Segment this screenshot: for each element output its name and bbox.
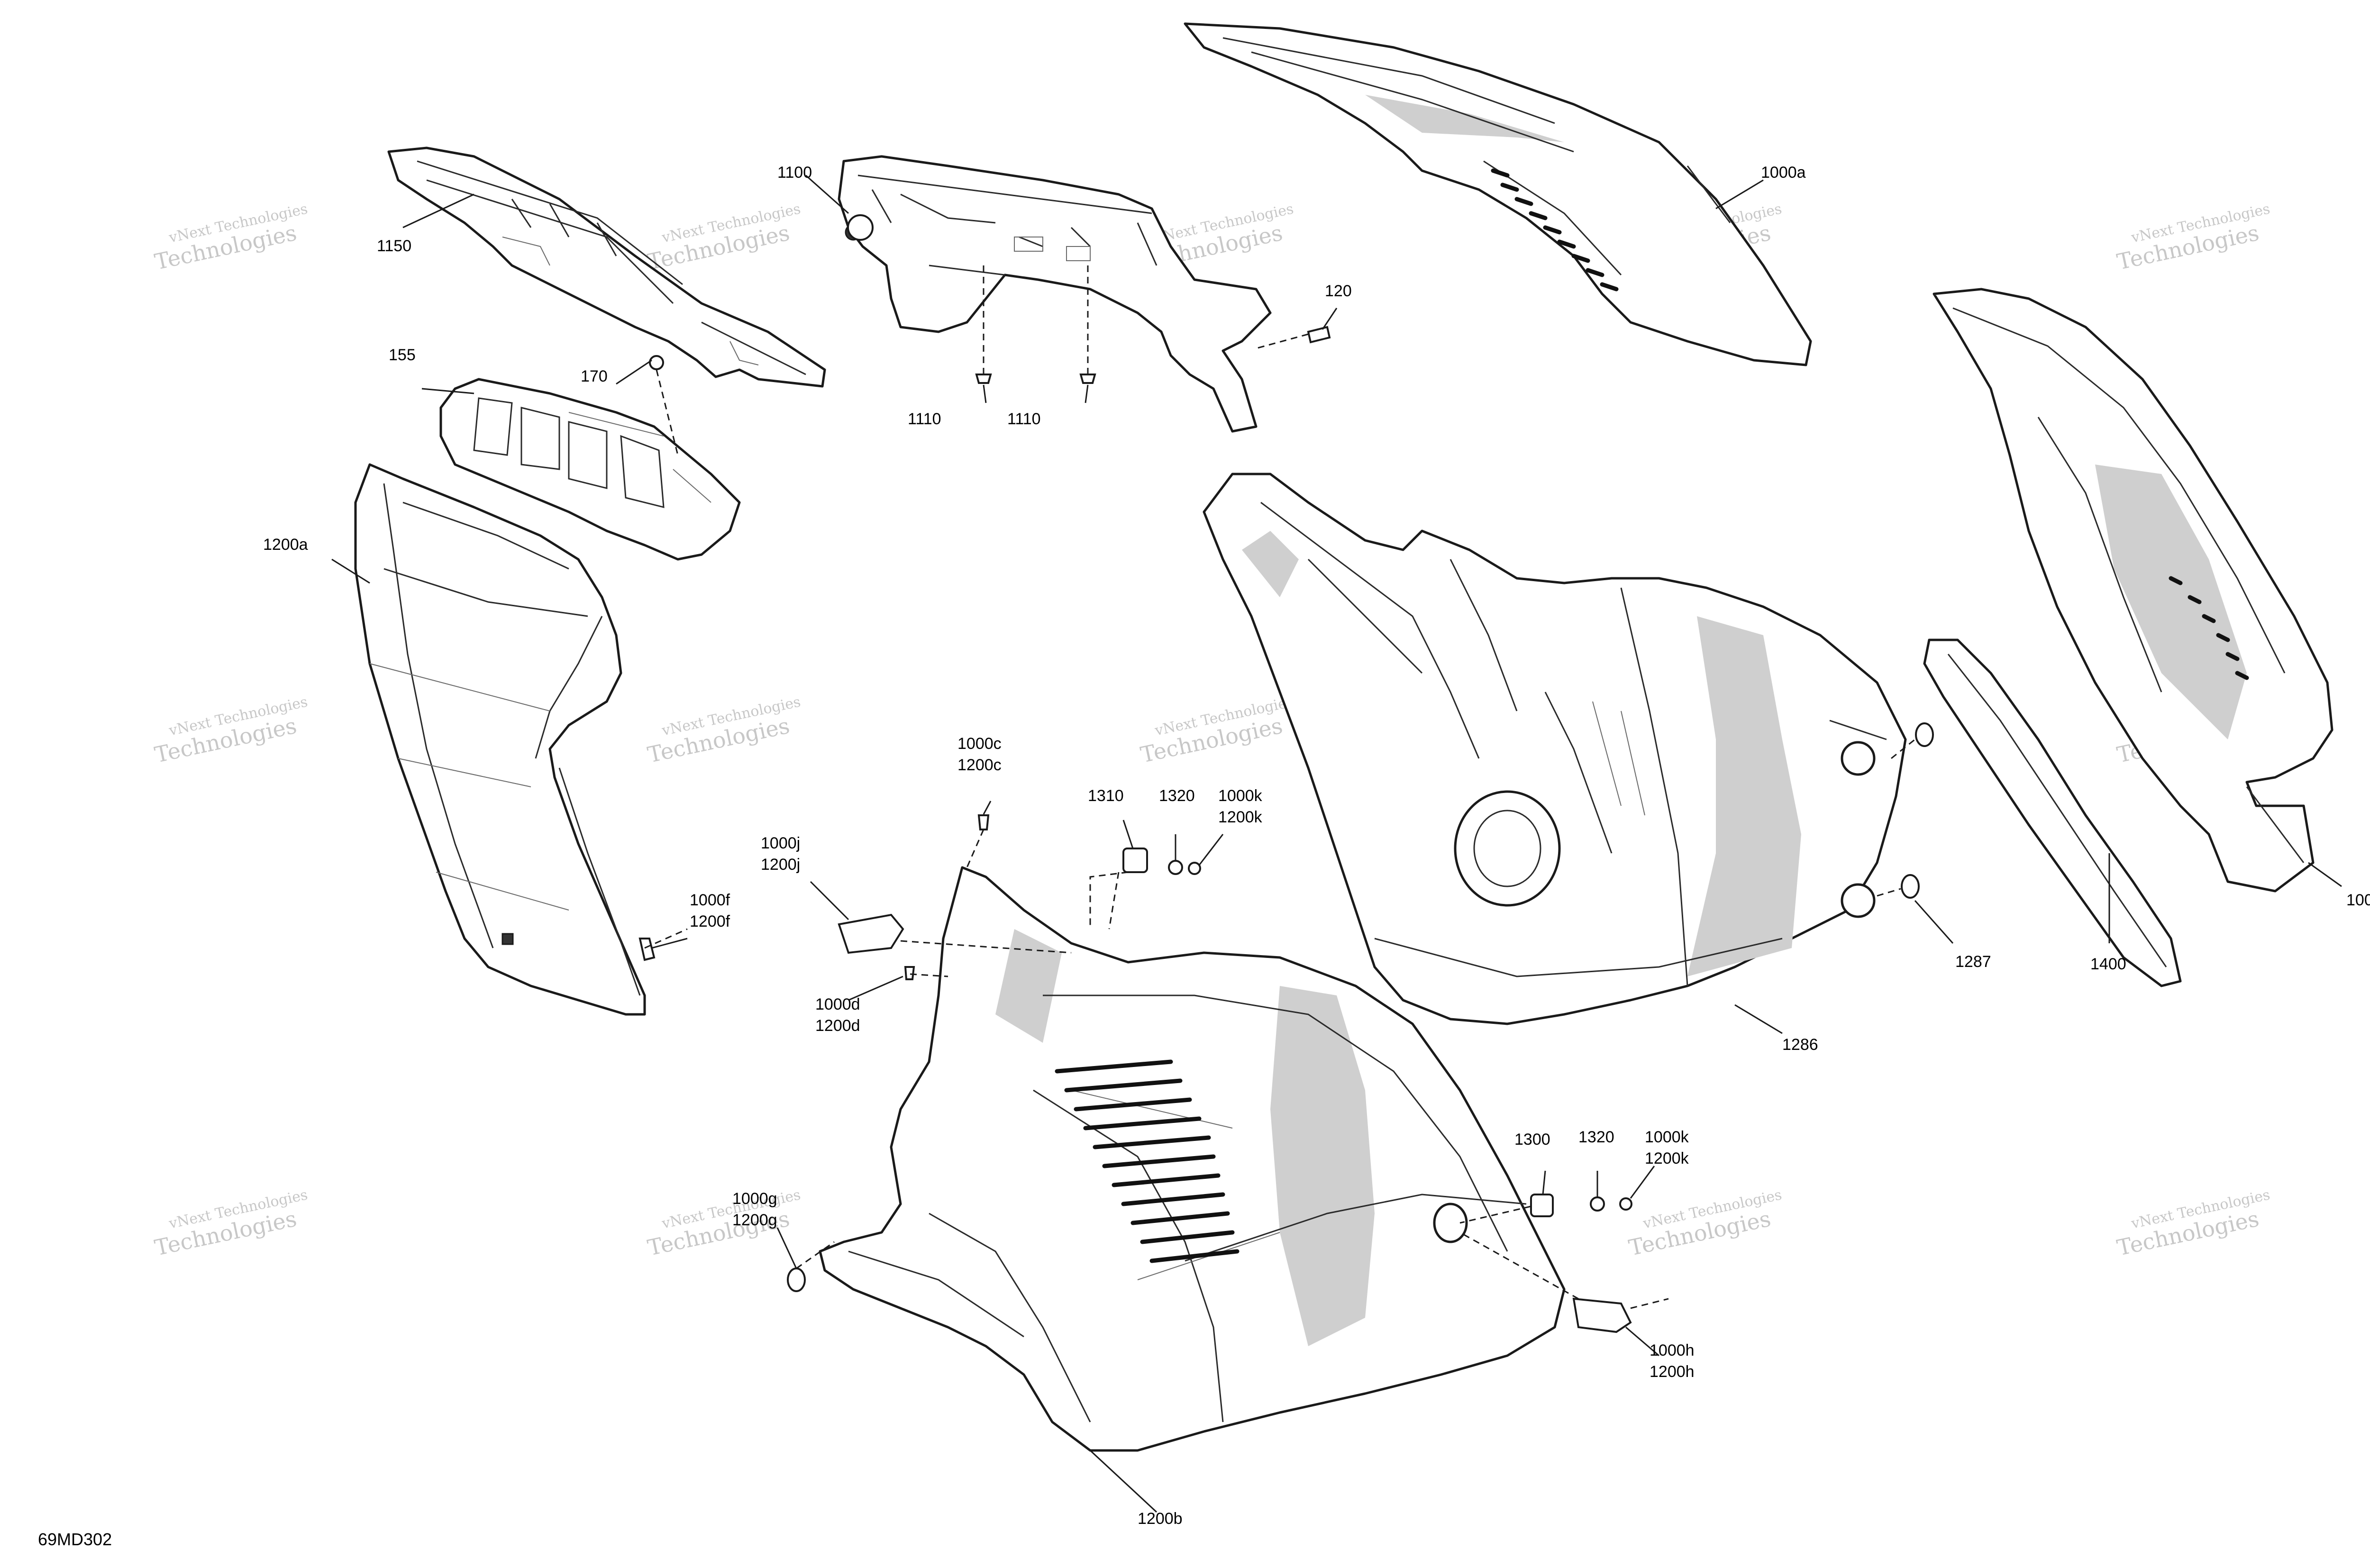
grommet-1287-upper [1915,722,1934,747]
part-1200a-left-side-panel [354,463,646,1016]
watermark: vNext Technologies Technologies [152,201,309,274]
clip-1000f [638,938,656,961]
callout-1200g: 1200g [732,1211,777,1229]
watermark: vNext Technologies Technologies [1626,1186,1783,1260]
callout-1000b: 1000b [2346,891,2370,909]
clip-1000c [977,814,990,830]
washer-1320-lower [1590,1196,1605,1212]
callout-1200k-upper: 1200k [1218,808,1263,826]
callout-1100: 1100 [777,164,812,182]
figure-id: 69MD302 [38,1530,112,1549]
bracket-1000j [838,913,904,954]
part-1200b-lower-front-panel [819,866,1566,1452]
callout-1000h: 1000h [1650,1341,1695,1359]
callout-1200k-lower: 1200k [1645,1149,1689,1167]
callout-1400: 1400 [2090,955,2126,973]
screw-1110-right [1079,374,1096,384]
grommet-1000g [787,1267,806,1292]
part-1000b-right-side-panel [1932,288,2334,893]
clip-1000d [904,966,915,980]
callout-1286: 1286 [1782,1036,1818,1054]
callout-1110-left: 1110 [908,410,941,428]
screw-1110-left [975,374,992,384]
screw-120 [1307,326,1331,344]
callout-1200b: 1200b [1138,1510,1183,1528]
callout-1300: 1300 [1514,1130,1550,1149]
callout-1200d: 1200d [815,1017,860,1035]
callout-1200a: 1200a [263,536,308,554]
callout-1200j: 1200j [761,856,800,874]
leader-lines [331,174,2342,1513]
watermark: vNext Technologies Technologies [645,201,802,274]
callout-1320-lower: 1320 [1578,1128,1614,1146]
callout-170: 170 [581,367,608,385]
callout-1000g: 1000g [732,1190,777,1208]
callout-120: 120 [1325,282,1352,300]
callout-1000d: 1000d [815,995,860,1013]
callout-1200h: 1200h [1650,1363,1695,1381]
callout-155: 155 [389,346,416,364]
watermark: vNext Technologies Technologies [645,693,802,767]
callout-labels: 1150 1100 1000a 120 1110 1110 155 170 12… [263,164,2370,1528]
part-1286-center-panel [1203,473,1907,1025]
part-155-bezel [439,378,741,561]
part-1400-trim-strip [1923,638,2182,987]
nut-1000k-upper [1188,862,1201,875]
watermark: vNext Technologies Technologies [152,1186,309,1260]
part-1150-upper-bracket [387,146,826,388]
callout-1310: 1310 [1088,787,1124,805]
callout-1200c: 1200c [957,756,1002,774]
fastener-170 [649,355,664,370]
callout-1287: 1287 [1955,953,1991,971]
part-1100-console-panel [838,155,1272,433]
nut-1000k-lower [1619,1197,1632,1211]
grommet-1287-lower [1901,874,1920,899]
callout-1000k-upper: 1000k [1218,787,1263,805]
watermark: vNext Technologies Technologies [2115,1186,2271,1260]
callout-1000f: 1000f [690,891,730,909]
hardware-items [638,326,1934,1333]
bracket-1000h [1572,1297,1632,1333]
connector-1310 [1122,848,1148,873]
callout-1150: 1150 [377,237,411,255]
part-1000a-upper-cowl [1184,22,1812,366]
callout-1200f: 1200f [690,912,730,930]
callout-1000a: 1000a [1761,164,1806,182]
callout-1000k-lower: 1000k [1645,1128,1689,1146]
watermark: vNext Technologies Technologies [645,1186,802,1260]
watermark: vNext Technologies Technologies [1138,693,1295,767]
washer-1320-upper [1168,860,1183,875]
callout-1320-upper: 1320 [1159,787,1195,805]
callout-1000c: 1000c [957,735,1002,753]
watermark: vNext Technologies Technologies [2115,201,2271,274]
watermark: vNext Technologies Technologies [152,693,309,767]
callout-1000j: 1000j [761,834,800,852]
connector-1300 [1530,1194,1554,1217]
callout-1110-right: 1110 [1007,410,1041,428]
